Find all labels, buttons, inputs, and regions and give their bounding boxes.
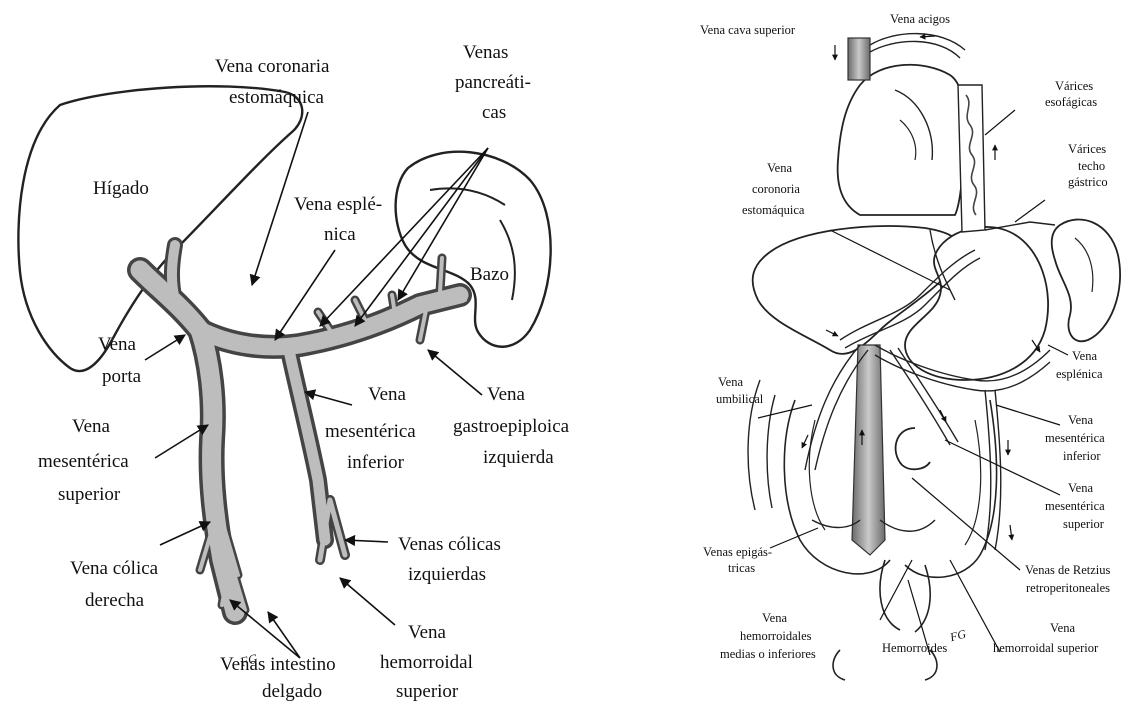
label-cava: Vena cava superior — [700, 23, 796, 37]
liver-shape — [18, 86, 302, 371]
label-hem-medias-3: medias o inferiores — [720, 647, 816, 661]
label-varices-eso-1: Várices — [1055, 79, 1093, 93]
label-coronaria-2: estomáquica — [229, 87, 325, 108]
label-mes-sup-3: superior — [58, 484, 121, 505]
label-varices-eso-2: esofágicas — [1045, 95, 1097, 109]
label-colicas-izq-1: Venas cólicas — [398, 534, 501, 555]
heart-shape — [838, 65, 966, 215]
label-pancreaticas-3: cas — [482, 102, 506, 123]
feet-left — [833, 650, 845, 680]
label-colicas-izq-2: izquierdas — [408, 564, 486, 585]
label-hemorroidal-3: superior — [396, 681, 459, 702]
colon-shape-inner — [809, 420, 980, 545]
label-varices-techo-2: techo — [1078, 159, 1105, 173]
label-hem-sup-1: Vena — [1050, 621, 1075, 635]
label-hemorroidal-1: Vena — [408, 622, 447, 643]
label-varices-techo-3: gástrico — [1068, 175, 1108, 189]
label-coronoria-1: Vena — [767, 161, 792, 175]
label-porta-2: porta — [102, 366, 142, 387]
right-diagram: Vena cava superior Vena acigos Várices e… — [700, 12, 1120, 680]
label-hemorroides: Hemorroides — [882, 641, 947, 655]
label-hemorroidal-2: hemorroidal — [380, 652, 473, 673]
label-gastro-3: izquierda — [483, 447, 554, 468]
label-mes-inf-3: inferior — [1063, 449, 1101, 463]
label-esplenica-2: esplénica — [1056, 367, 1103, 381]
label-umbilical-1: Vena — [718, 375, 743, 389]
label-mes-inf-3: inferior — [347, 452, 405, 473]
label-colica-der-2: derecha — [85, 590, 145, 611]
label-hem-sup-2: hemorroidal superior — [993, 641, 1099, 655]
left-diagram: Hígado Vena coronaria estomáquica Venas … — [18, 42, 569, 702]
vena-cava-inferior — [852, 345, 885, 555]
label-retzius-1: Venas de Retzius — [1025, 563, 1111, 577]
label-mes-inf-2: mesentérica — [325, 421, 416, 442]
label-mes-inf-1: Vena — [1068, 413, 1093, 427]
label-esplenica-2: nica — [324, 224, 356, 245]
label-pancreaticas-1: Venas — [463, 42, 508, 63]
label-coronaria-1: Vena coronaria — [215, 56, 330, 77]
label-epigastricas-2: tricas — [728, 561, 755, 575]
label-hem-medias-2: hemorroidales — [740, 629, 812, 643]
label-colica-der-1: Vena cólica — [70, 558, 159, 579]
label-higado: Hígado — [93, 178, 149, 199]
label-umbilical-2: umbilical — [716, 392, 764, 406]
spleen-right-shape — [1052, 219, 1120, 341]
label-mes-sup-1: Vena — [1068, 481, 1093, 495]
label-coronoria-3: estomáquica — [742, 203, 805, 217]
label-mes-inf-2: mesentérica — [1045, 431, 1105, 445]
label-porta-1: Vena — [98, 334, 137, 355]
vena-cava-superior — [848, 38, 870, 80]
label-gastro-1: Vena — [487, 384, 526, 405]
label-mes-sup-3: superior — [1063, 517, 1105, 531]
label-pancreaticas-2: pancreáti- — [455, 72, 531, 93]
label-intestino-2: delgado — [262, 681, 322, 702]
label-mes-inf-1: Vena — [368, 384, 407, 405]
label-mes-sup-2: mesentérica — [1045, 499, 1105, 513]
label-gastro-2: gastroepiploica — [453, 416, 570, 437]
label-acigos: Vena acigos — [890, 12, 950, 26]
label-mes-sup-2: mesentérica — [38, 451, 129, 472]
label-bazo: Bazo — [470, 264, 509, 285]
label-esplenica-1: Vena esplé- — [294, 194, 382, 215]
label-mes-sup-1: Vena — [72, 416, 111, 437]
label-varices-techo-1: Várices — [1068, 142, 1106, 156]
esophagus — [958, 85, 985, 232]
label-retzius-2: retroperitoneales — [1026, 581, 1110, 595]
label-epigastricas-1: Venas epigás- — [703, 545, 772, 559]
c-loop — [896, 428, 930, 469]
signature-right: FG — [947, 627, 967, 645]
label-intestino-1: Venas intestino — [220, 654, 336, 675]
label-esplenica-1: Vena — [1072, 349, 1097, 363]
label-coronoria-2: coronoria — [752, 182, 800, 196]
rectum-shape — [880, 560, 930, 632]
label-hem-medias-1: Vena — [762, 611, 787, 625]
